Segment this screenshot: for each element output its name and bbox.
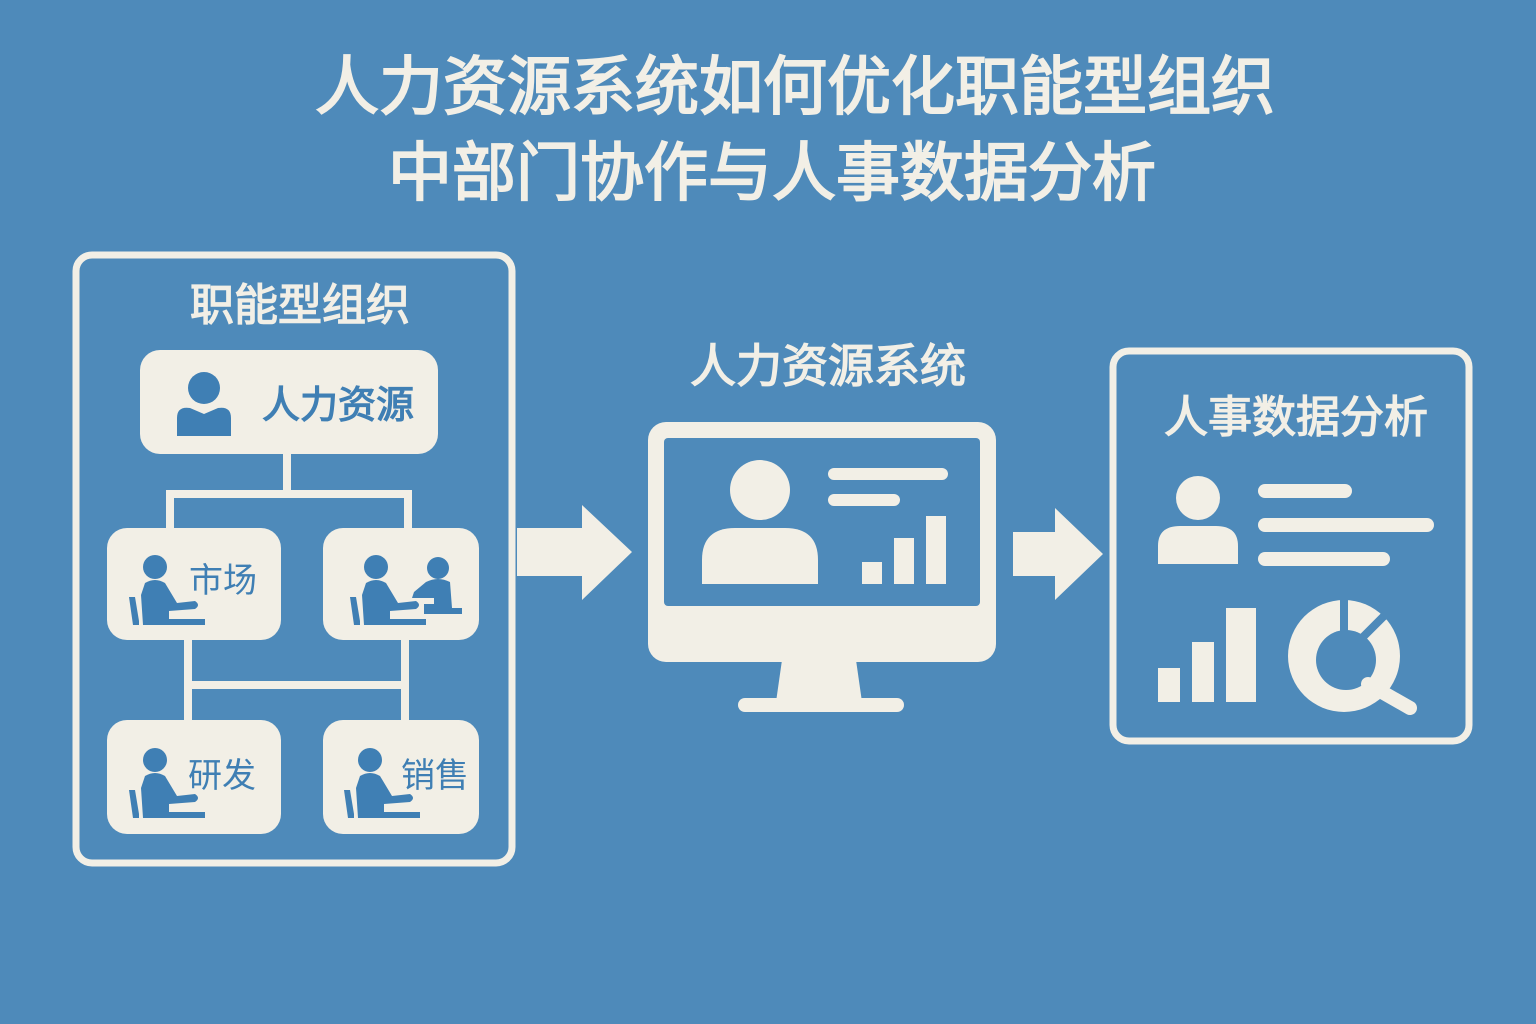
org-panel-heading: 职能型组织 xyxy=(190,280,410,331)
analysis-panel-heading: 人事数据分析 xyxy=(1164,392,1428,443)
hr-system-heading: 人力资源系统 xyxy=(690,339,966,393)
bar-chart-icon xyxy=(1158,608,1256,702)
node-sales: 销售 xyxy=(323,720,479,834)
magnifier-chart-icon xyxy=(1288,600,1417,715)
arrow-right-icon xyxy=(517,505,632,600)
hr-system: 人力资源系统 xyxy=(648,339,996,712)
node-rnd-label: 研发 xyxy=(188,756,256,796)
person-icon xyxy=(177,372,231,436)
org-connectors xyxy=(166,454,412,722)
person-icon xyxy=(1158,476,1238,564)
colleague-icon xyxy=(412,557,462,614)
node-sales-label: 销售 xyxy=(401,756,469,796)
node-hr-label: 人力资源 xyxy=(262,383,414,427)
functional-org-panel: 职能型组织 人力资源 市场 xyxy=(72,251,516,867)
monitor-icon xyxy=(648,422,996,712)
text-lines-icon xyxy=(1258,484,1434,566)
hr-analysis-panel: 人事数据分析 xyxy=(1109,347,1473,745)
arrow-right-icon xyxy=(1013,508,1103,600)
title-line-2: 中部门协作与人事数据分析 xyxy=(388,137,1156,211)
node-marketing-label: 市场 xyxy=(189,561,257,601)
node-marketing: 市场 xyxy=(107,528,281,640)
node-collaboration xyxy=(323,528,479,640)
node-rnd: 研发 xyxy=(107,720,281,834)
title-line-1: 人力资源系统如何优化职能型组织 xyxy=(315,51,1275,125)
node-hr: 人力资源 xyxy=(140,350,438,454)
